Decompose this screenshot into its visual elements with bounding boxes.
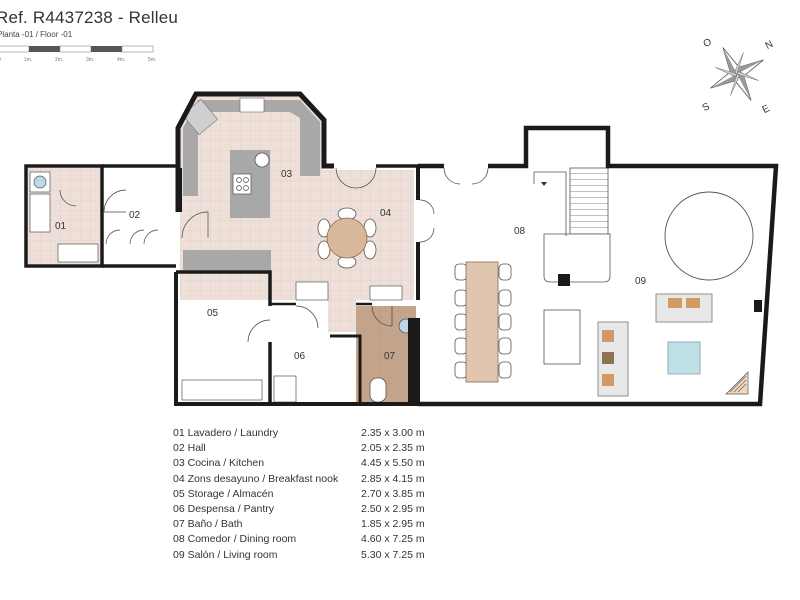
room-number-08: 08 — [514, 226, 526, 237]
floor-plan: 01 02 03 04 05 06 07 08 09 O N S E — [24, 37, 779, 407]
legend-name: Cocina / Kitchen — [187, 457, 265, 470]
door-swings — [59, 167, 489, 343]
legend-number: 06 — [173, 502, 185, 515]
toilet — [369, 377, 387, 403]
legend-name: Storage / Almacén — [187, 487, 274, 500]
scale-bar: 0 1m. 2m. 3m. 4m. 5m. — [0, 45, 156, 63]
scale-label: 3m. — [86, 57, 94, 63]
legend-number: 08 — [173, 533, 185, 546]
legend-number: 03 — [173, 457, 185, 470]
floor-label: Planta -01 / Floor -01 — [0, 30, 73, 39]
compass-west-label: O — [702, 37, 714, 50]
scale-label: 2m. — [55, 57, 63, 63]
legend-dims: 5.30 x 7.25 m — [361, 548, 425, 561]
legend-number: 07 — [173, 518, 185, 531]
fireplace — [725, 371, 749, 395]
round-rug — [664, 191, 754, 281]
compass-north-label: N — [764, 39, 776, 52]
cabinet — [295, 281, 329, 301]
island-sink — [254, 152, 270, 168]
breakfast-table — [317, 207, 377, 269]
sideboard — [543, 309, 581, 365]
room-number-05: 05 — [207, 308, 219, 319]
cabinet — [369, 285, 403, 301]
pantry-shelf — [273, 375, 297, 403]
compass-south-label: S — [701, 101, 712, 114]
storage-shelf — [181, 379, 263, 401]
coffee-table — [667, 341, 701, 375]
room-number-06: 06 — [294, 351, 306, 362]
legend-dims: 2.70 x 3.85 m — [361, 487, 425, 500]
room-number-01: 01 — [55, 221, 67, 232]
cooktop — [232, 173, 252, 195]
room-number-03: 03 — [281, 169, 293, 180]
legend-name: Lavadero / Laundry — [187, 427, 279, 439]
legend-name: Despensa / Pantry — [187, 502, 274, 515]
room-number-04: 04 — [380, 208, 392, 219]
legend-name: Baño / Bath — [187, 518, 243, 531]
kitchen-counter-lower — [183, 250, 271, 270]
column — [558, 274, 570, 286]
legend-dims: 2.35 x 3.00 m — [361, 427, 425, 439]
plan-title: Ref. R4437238 - Relleu — [0, 8, 179, 27]
legend-dims: 2.05 x 2.35 m — [361, 442, 425, 455]
staircase — [569, 167, 609, 245]
scale-segment — [29, 46, 60, 52]
legend-number: 04 — [173, 472, 185, 485]
laundry-counter — [29, 193, 51, 233]
room-number-09: 09 — [635, 276, 647, 287]
legend-dims: 4.45 x 5.50 m — [361, 457, 425, 470]
dining-table — [454, 261, 512, 383]
legend-number: 02 — [173, 442, 185, 455]
compass-rose — [710, 47, 764, 101]
scale-segment — [121, 45, 154, 53]
scale-segment — [91, 46, 122, 52]
legend-dims: 4.60 x 7.25 m — [361, 533, 425, 546]
appliance — [239, 97, 265, 113]
room-number-07: 07 — [384, 351, 396, 362]
scale-label: 0 — [0, 57, 1, 63]
legend-dims: 1.85 x 2.95 m — [361, 518, 425, 531]
room-number-02: 02 — [129, 210, 141, 221]
legend-name: Salón / Living room — [187, 548, 278, 561]
scale-label: 1m. — [24, 57, 32, 63]
legend-name: Comedor / Dining room — [187, 533, 297, 546]
compass-east-label: E — [761, 103, 772, 116]
scale-label: 4m. — [117, 57, 125, 63]
legend-number: 01 — [173, 427, 185, 439]
laundry-cabinet — [57, 243, 99, 263]
legend-number: 09 — [173, 548, 185, 561]
room-labels: 01 02 03 04 05 06 07 08 09 — [55, 169, 647, 362]
sofa — [597, 321, 629, 397]
armchair — [655, 293, 713, 323]
legend-dims: 2.85 x 4.15 m — [361, 472, 425, 485]
legend-name: Zons desayuno / Breakfast nook — [187, 472, 339, 485]
scale-label: 5m. — [148, 57, 156, 63]
legend-name: Hall — [187, 442, 206, 455]
stair-landing — [543, 233, 611, 283]
legend-dims: 2.50 x 2.95 m — [361, 502, 425, 515]
walls — [24, 91, 779, 407]
legend-number: 05 — [173, 487, 185, 500]
